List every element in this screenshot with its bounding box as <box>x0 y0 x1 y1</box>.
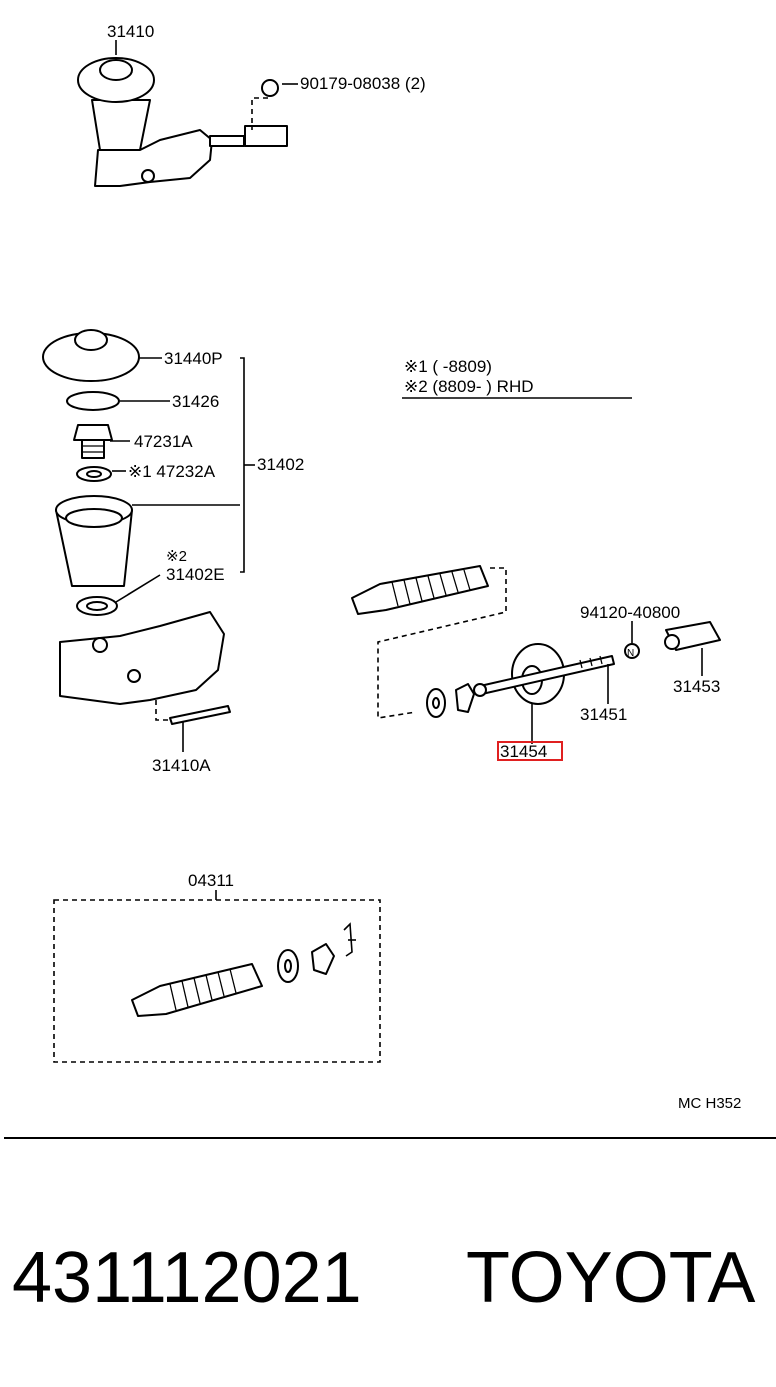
label-31402e: 31402E <box>166 565 225 584</box>
clip-drawing <box>455 683 475 713</box>
label-90179-08038: 90179-08038 (2) <box>300 74 426 93</box>
label-04311: 04311 <box>188 871 234 890</box>
kit-bracket <box>240 357 245 573</box>
cap-gasket-drawing <box>66 391 170 411</box>
footer-part-number: 431112021 <box>12 1238 362 1318</box>
kit-clip-drawing <box>311 943 335 975</box>
boot-drawing <box>351 565 489 615</box>
clevis-drawing <box>664 621 721 676</box>
label-31410a: 31410A <box>152 756 211 775</box>
legend-note-2: ※2 (8809- ) RHD <box>404 377 534 396</box>
nut-mark: N <box>624 621 640 659</box>
label-31426: 31426 <box>172 392 219 411</box>
repair-kit-box <box>53 899 381 1063</box>
master-cylinder-assembly-drawing <box>77 40 298 187</box>
n-mark-label: N <box>627 648 634 659</box>
label-31453: 31453 <box>673 677 720 696</box>
reservoir-drawing <box>55 495 240 587</box>
highlight-box-31454[interactable] <box>497 741 563 761</box>
label-47231a: 47231A <box>134 432 193 451</box>
kit-pin-drawing <box>343 922 356 957</box>
footer-brand: TOYOTA <box>466 1238 755 1318</box>
label-31410: 31410 <box>107 22 154 41</box>
washer-drawing <box>426 688 446 718</box>
legend-note-1: ※1 ( -8809) <box>404 357 492 376</box>
label-94120-40800: 94120-40800 <box>580 603 680 622</box>
push-rod-drawing <box>473 643 615 744</box>
label-47232a: ※1 47232A <box>128 462 216 481</box>
boot-bracket <box>377 567 507 719</box>
kit-washer-drawing <box>277 949 299 983</box>
cylinder-body-drawing <box>59 611 225 705</box>
stud-bolt-drawing <box>155 700 231 752</box>
grommet-drawing <box>76 574 161 616</box>
kit-boot-drawing <box>131 963 263 1017</box>
diagram-code: MC H352 <box>678 1095 741 1112</box>
reservoir-cap-drawing <box>42 329 162 382</box>
label-31402e-mark: ※2 <box>166 548 187 565</box>
label-31454[interactable]: 31454 <box>500 742 547 761</box>
union-gasket-drawing <box>76 466 126 482</box>
union-bolt-drawing <box>73 424 130 459</box>
label-31402: 31402 <box>257 455 304 474</box>
label-31451: 31451 <box>580 705 627 724</box>
label-31440p: 31440P <box>164 349 223 368</box>
